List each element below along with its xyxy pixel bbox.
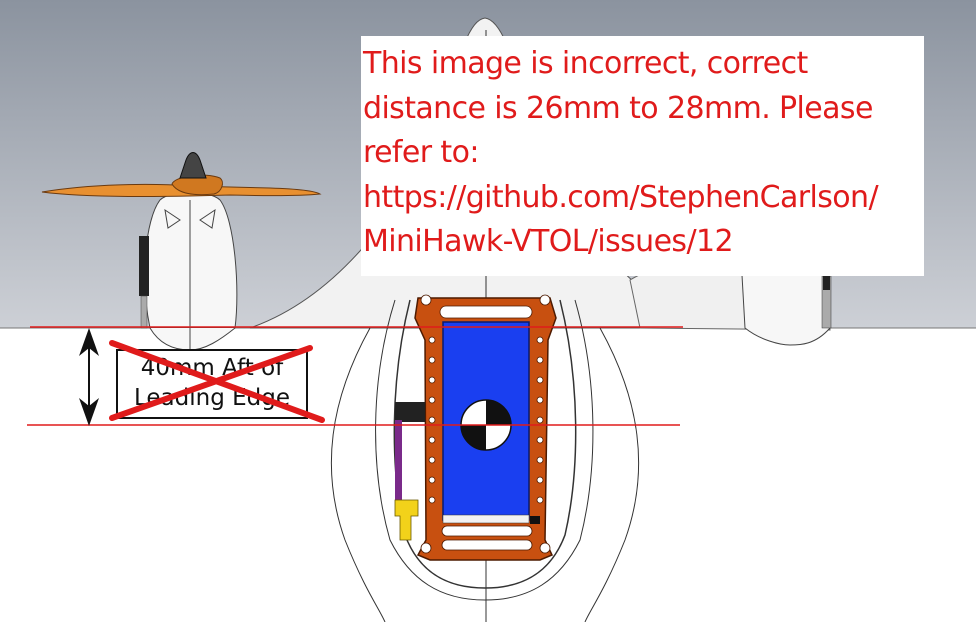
fuselage-outline-inner — [375, 299, 594, 601]
frame-slot-top — [439, 305, 533, 319]
note-line-3: refer to: — [363, 135, 479, 170]
side-component-yellow — [394, 499, 419, 541]
battery-strap — [442, 514, 530, 524]
fuselage-outline-outer — [330, 327, 386, 622]
right-gear-strut-top — [823, 276, 830, 290]
correction-note: This image is incorrect, correct distanc… — [361, 36, 924, 276]
fuselage-outline-outer-right — [584, 327, 640, 622]
left-gear-strut-lower — [140, 295, 148, 329]
battery-bay-outline — [393, 299, 577, 589]
side-component-black — [395, 402, 425, 422]
note-line-2: distance is 26mm to 28mm. Please — [363, 90, 873, 126]
battery-connector — [530, 516, 540, 524]
note-line-1: This image is incorrect, correct — [363, 46, 808, 81]
note-link-line-1: https://github.com/StephenCarlson/ — [363, 179, 879, 215]
prop-spinner — [179, 152, 207, 179]
left-pod-vent — [164, 208, 216, 229]
left-gear-strut — [139, 236, 149, 296]
frame-slot-bottom-1 — [441, 525, 533, 537]
frame-holes — [420, 294, 551, 554]
dimension-arrow — [79, 328, 99, 426]
frame-slot-bottom-2 — [441, 539, 533, 551]
note-link-line-2: MiniHawk-VTOL/issues/12 — [363, 224, 734, 259]
side-component-purple — [395, 420, 402, 500]
